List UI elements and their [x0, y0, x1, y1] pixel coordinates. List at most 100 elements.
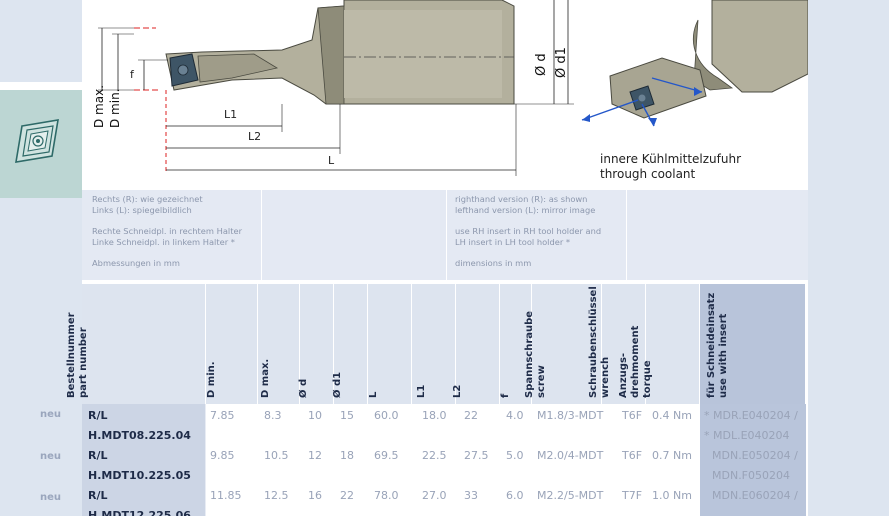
- cell-text: 22: [340, 489, 354, 502]
- cell-torque: 0.4 Nm: [652, 404, 692, 444]
- cell-text: 12.5: [264, 489, 289, 502]
- cell-d: 10: [308, 404, 322, 444]
- cell-text: 16: [308, 489, 322, 502]
- header-d1: Ø d1: [332, 284, 368, 404]
- cell-insert: MDN.E060204 /: [700, 484, 806, 516]
- cell-dmax: 10.5: [264, 444, 289, 484]
- cell-text: 0.4 Nm: [652, 409, 692, 422]
- insert-thumbnail-panel: [0, 90, 82, 198]
- cell-l1: 18.0: [422, 404, 447, 444]
- notes-divider: [626, 190, 627, 280]
- right-band: [808, 0, 889, 516]
- header-label: Ø d: [298, 378, 309, 398]
- cell-dmin: 11.85: [210, 484, 242, 516]
- header-text: drehmoment: [630, 325, 641, 398]
- header-text: part number: [78, 327, 89, 398]
- cell-text: T7F: [622, 489, 643, 502]
- cell-l2: 27.5: [464, 444, 489, 484]
- note-line: dimensions in mm: [455, 258, 532, 268]
- header-text: Spannschraube: [524, 310, 535, 398]
- left-band-bottom: [0, 284, 82, 516]
- tool-drawing: [98, 0, 808, 176]
- header-text: Anzugs-: [618, 352, 629, 398]
- cell-text: R/L H.MDT12.225.06: [88, 489, 191, 516]
- cell-d: 12: [308, 444, 322, 484]
- dim-dmax-label: D max.: [92, 84, 106, 128]
- note-line: LH insert in LH tool holder *: [455, 237, 571, 247]
- cell-text: 15: [340, 409, 354, 422]
- header-text: für Schneideinsatz: [706, 292, 717, 398]
- coolant-caption-de: innere Kühlmittelzufuhr: [600, 152, 742, 166]
- cell-text: 27.0: [422, 489, 447, 502]
- header-wrench: Schraubenschlüssel wrench: [588, 284, 646, 404]
- cell-text: MDN.E060204 /: [712, 489, 798, 502]
- dim-dmin-label: D min.: [108, 88, 122, 129]
- dim-l-label: L: [328, 154, 335, 167]
- cell-text: T6F: [622, 449, 643, 462]
- cell-text: 6.0: [506, 489, 524, 502]
- cell-part-number: R/L H.MDT10.225.05: [82, 444, 206, 484]
- cell-text: 78.0: [374, 489, 399, 502]
- notes-english: righthand version (R): as shown lefthand…: [455, 194, 601, 269]
- cell-text: 10: [308, 409, 322, 422]
- dim-f-label: f: [130, 68, 134, 81]
- header-label: f: [500, 393, 511, 398]
- note-line: righthand version (R): as shown: [455, 194, 588, 204]
- cell-text: MDN.F050204: [712, 469, 791, 482]
- cell-part-number: R/L H.MDT08.225.04: [82, 404, 206, 444]
- cell-text: * MDR.E040204 /: [704, 409, 798, 422]
- cell-text: 22.5: [422, 449, 447, 462]
- header-dmin: D min.: [206, 284, 258, 404]
- cell-text: * MDL.E040204: [704, 429, 790, 442]
- note-line: Links (L): spiegelbildlich: [92, 205, 192, 215]
- cell-d: 16: [308, 484, 322, 516]
- cell-text: 27.5: [464, 449, 489, 462]
- note-line: Rechts (R): wie gezeichnet: [92, 194, 203, 204]
- cell-dmax: 12.5: [264, 484, 289, 516]
- header-torque: Anzugs- drehmoment torque: [618, 284, 700, 404]
- cell-torque: 1.0 Nm: [652, 484, 692, 516]
- header-text: Schraubenschlüssel: [588, 286, 599, 398]
- left-band-top: [0, 0, 82, 82]
- cell-text: R/L H.MDT08.225.04: [88, 409, 191, 442]
- cell-text: 8.3: [264, 409, 282, 422]
- cell-wrench: T7F: [622, 484, 642, 516]
- cell-f: 6.0: [506, 484, 524, 516]
- header-label: D min.: [206, 361, 217, 398]
- cell-text: 1.0 Nm: [652, 489, 692, 502]
- header-text: wrench: [600, 356, 611, 398]
- table-row: R/L H.MDT10.225.05 9.85 10.5 12 18 69.5 …: [82, 444, 808, 484]
- table-row: R/L H.MDT12.225.06 11.85 12.5 16 22 78.0…: [82, 484, 808, 516]
- technical-drawing: D max. D min. f L1 L2 L Ø d Ø d1 innere …: [82, 0, 808, 190]
- header-label: Bestellnummer part number: [66, 312, 90, 398]
- dim-l2-label: L2: [248, 130, 262, 143]
- cell-l: 78.0: [374, 484, 399, 516]
- header-text: Bestellnummer: [66, 312, 77, 398]
- header-label: Spannschraube screw: [524, 311, 548, 398]
- notes-divider: [261, 190, 262, 280]
- new-badge: neu: [40, 409, 62, 420]
- cell-text: 60.0: [374, 409, 399, 422]
- cell-l2: 33: [464, 484, 478, 516]
- note-line: lefthand version (L): mirror image: [455, 205, 596, 215]
- header-part-number: Bestellnummer part number: [66, 284, 206, 404]
- cell-d1: 18: [340, 444, 354, 484]
- cell-text: 10.5: [264, 449, 289, 462]
- note-line: Linke Schneidpl. in linkem Halter *: [92, 237, 235, 247]
- dim-l1-label: L1: [224, 108, 238, 121]
- cell-text: M2.2/5-MDT: [537, 489, 604, 502]
- header-dmax: D max.: [258, 284, 300, 404]
- insert-icon: [15, 119, 59, 163]
- note-line: Rechte Schneidpl. in rechtem Halter: [92, 226, 243, 236]
- header-label: Ø d1: [332, 371, 343, 398]
- header-f: f: [500, 284, 532, 404]
- header-text: use with insert: [718, 313, 729, 398]
- cell-text: 22: [464, 409, 478, 422]
- header-label: Schraubenschlüssel wrench: [588, 286, 612, 398]
- header-label: Anzugs- drehmoment torque: [618, 326, 654, 398]
- header-screw: Spannschraube screw: [524, 284, 602, 404]
- left-band-lower: [0, 198, 82, 284]
- cell-torque: 0.7 Nm: [652, 444, 692, 484]
- cell-d1: 22: [340, 484, 354, 516]
- table-row: R/L H.MDT08.225.04 7.85 8.3 10 15 60.0 1…: [82, 404, 808, 444]
